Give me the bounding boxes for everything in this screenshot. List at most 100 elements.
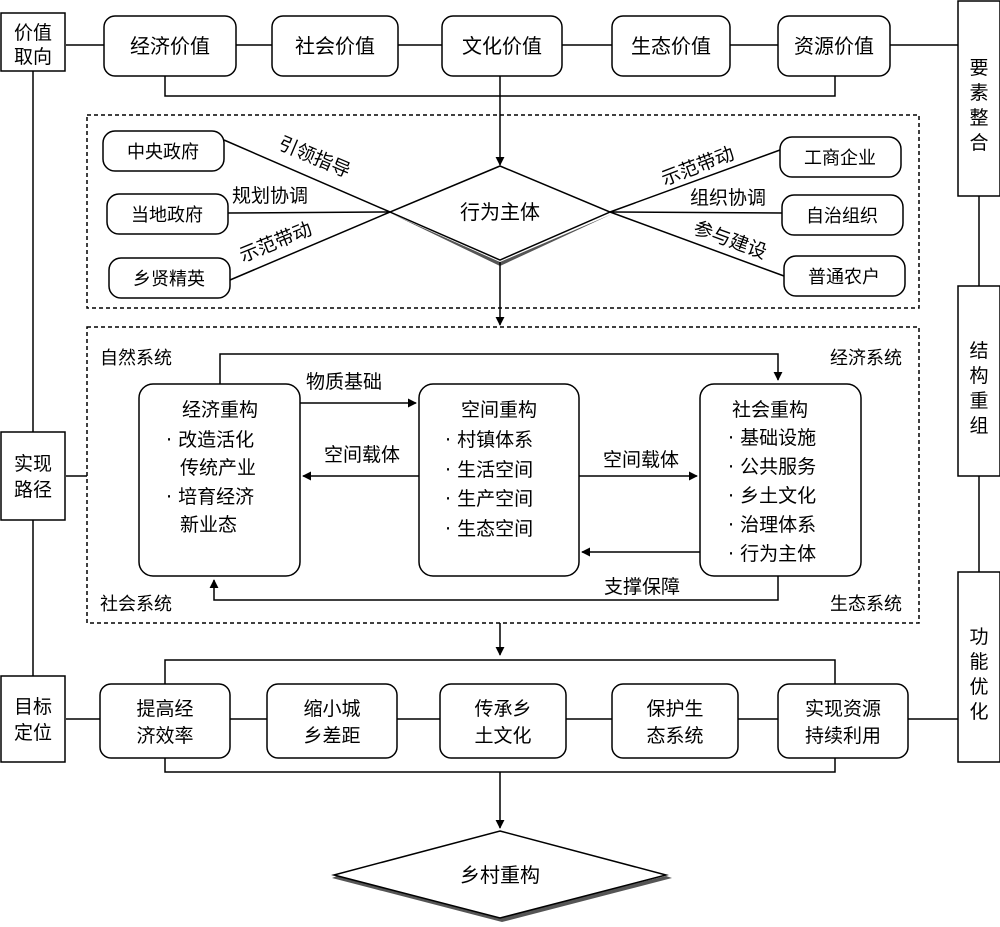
value-ecological: 生态价值 — [611, 15, 731, 77]
svg-text:生态价值: 生态价值 — [631, 34, 711, 58]
svg-text:态系统: 态系统 — [646, 725, 703, 747]
value-economic: 经济价值 — [103, 15, 237, 77]
svg-text:持续利用: 持续利用 — [805, 725, 881, 747]
actor-autonomous-organizations: 自治组织 — [781, 194, 904, 236]
relation-planning: 规划协调 — [232, 185, 308, 207]
label-char: 功 — [969, 626, 988, 648]
actor-central-government: 中央政府 — [102, 130, 225, 172]
label-char: 化 — [969, 701, 988, 723]
goal-rural-culture: 传承乡 土文化 — [439, 683, 567, 759]
relation-guidance: 引领指导 — [275, 133, 354, 183]
spatial-item: · 生态空间 — [445, 518, 533, 540]
label-char: 能 — [969, 651, 988, 673]
label-char: 重 — [969, 390, 988, 412]
goals-bottom-bracket — [164, 758, 836, 773]
economic-item: 新业态 — [180, 514, 237, 536]
goal-urban-rural-gap: 缩小城 乡差距 — [266, 683, 398, 759]
final-diamond — [331, 830, 669, 919]
relation-organizing: 组织协调 — [690, 187, 766, 209]
actor-rural-elites: 乡贤精英 — [108, 257, 231, 299]
social-title: 社会重构 — [732, 399, 808, 421]
goals-top-bracket — [164, 659, 836, 686]
goal-ecosystem-protection: 保护生 态系统 — [611, 683, 739, 759]
label-element-integration: 要 素 整 合 — [957, 0, 1000, 197]
social-item: · 治理体系 — [728, 514, 816, 536]
label-line: 价值 — [14, 22, 52, 44]
economic-item: 传统产业 — [180, 457, 256, 479]
label-char: 合 — [969, 132, 988, 154]
svg-text:保护生: 保护生 — [646, 698, 703, 720]
corner-ecological-system: 生态系统 — [830, 594, 902, 615]
spatial-title: 空间重构 — [461, 399, 537, 421]
arrow-support-label: 支撑保障 — [604, 576, 680, 598]
label-char: 组 — [969, 415, 988, 437]
goal-economic-efficiency: 提高经 济效率 — [99, 683, 231, 759]
corner-economic-system: 经济系统 — [830, 348, 902, 369]
label-char: 整 — [969, 107, 988, 129]
social-restructuring-box: 社会重构 · 基础设施 · 公共服务 · 乡土文化 · 治理体系 · 行为主体 — [699, 383, 862, 577]
svg-text:乡差距: 乡差距 — [303, 725, 360, 747]
svg-text:土文化: 土文化 — [474, 725, 531, 747]
label-char: 素 — [969, 82, 988, 104]
social-item: · 乡土文化 — [728, 485, 816, 507]
economic-restructuring-box: 经济重构 · 改造活化 传统产业 · 培育经济 新业态 — [138, 383, 301, 577]
label-line: 定位 — [14, 722, 52, 744]
svg-text:济效率: 济效率 — [136, 725, 193, 747]
label-char: 构 — [969, 365, 988, 387]
label-function-optimization: 功 能 优 化 — [957, 571, 1000, 763]
value-resource: 资源价值 — [777, 15, 891, 77]
arrow-material-label: 物质基础 — [306, 371, 382, 393]
svg-text:当地政府: 当地政府 — [131, 205, 203, 226]
svg-text:文化价值: 文化价值 — [462, 34, 542, 58]
value-cultural: 文化价值 — [441, 15, 563, 77]
svg-text:资源价值: 资源价值 — [794, 34, 874, 58]
final-label: 乡村重构 — [460, 863, 540, 887]
label-implementation-path: 实现 路径 — [0, 431, 66, 521]
svg-text:中央政府: 中央政府 — [127, 142, 199, 163]
svg-text:经济价值: 经济价值 — [130, 34, 210, 58]
svg-text:乡贤精英: 乡贤精英 — [133, 269, 205, 290]
relation-demonstration-left: 示范带动 — [236, 218, 315, 267]
value-social: 社会价值 — [271, 15, 399, 77]
svg-text:工商企业: 工商企业 — [804, 148, 876, 169]
label-line: 取向 — [14, 46, 52, 68]
label-structure-reorganization: 结 构 重 组 — [957, 285, 1000, 477]
loop-top-arrow — [219, 353, 783, 384]
economic-title: 经济重构 — [182, 399, 258, 421]
economic-item: · 改造活化 — [166, 429, 254, 451]
label-line: 目标 — [14, 696, 52, 718]
actor-business-enterprises: 工商企业 — [779, 136, 902, 178]
economic-item: · 培育经济 — [166, 486, 254, 508]
svg-text:普通农户: 普通农户 — [808, 267, 880, 288]
social-item: · 行为主体 — [728, 543, 816, 565]
corner-natural-system: 自然系统 — [100, 348, 172, 369]
actors-center-diamond — [388, 165, 612, 261]
svg-text:提高经: 提高经 — [136, 698, 193, 720]
spatial-restructuring-box: 空间重构 · 村镇体系 · 生活空间 · 生产空间 · 生态空间 — [418, 383, 580, 577]
label-char: 优 — [969, 676, 988, 698]
arrow-carrier-left-label: 空间载体 — [324, 444, 400, 466]
label-value-orientation: 价值 取向 — [0, 12, 66, 72]
actors-center-label: 行为主体 — [460, 200, 540, 224]
label-line: 路径 — [14, 479, 52, 501]
actor-local-government: 当地政府 — [106, 193, 229, 235]
label-line: 实现 — [14, 453, 52, 475]
svg-text:实现资源: 实现资源 — [805, 698, 881, 720]
label-char: 要 — [969, 57, 988, 79]
social-item: · 基础设施 — [728, 427, 816, 449]
social-item: · 公共服务 — [728, 456, 816, 478]
loop-bottom-arrow — [209, 576, 779, 601]
label-char: 结 — [969, 340, 988, 362]
svg-text:缩小城: 缩小城 — [303, 698, 360, 720]
label-goal-positioning: 目标 定位 — [0, 675, 66, 763]
svg-text:社会价值: 社会价值 — [295, 34, 375, 58]
spatial-item: · 村镇体系 — [445, 429, 533, 451]
goal-sustainable-resources: 实现资源 持续利用 — [777, 683, 909, 759]
systems-panel — [86, 326, 920, 624]
relation-demonstration-right: 示范带动 — [658, 143, 737, 191]
corner-social-system: 社会系统 — [100, 594, 172, 615]
arrow-carrier-right-label: 空间载体 — [603, 449, 679, 471]
spatial-item: · 生活空间 — [445, 459, 533, 481]
actors-panel — [86, 114, 920, 309]
